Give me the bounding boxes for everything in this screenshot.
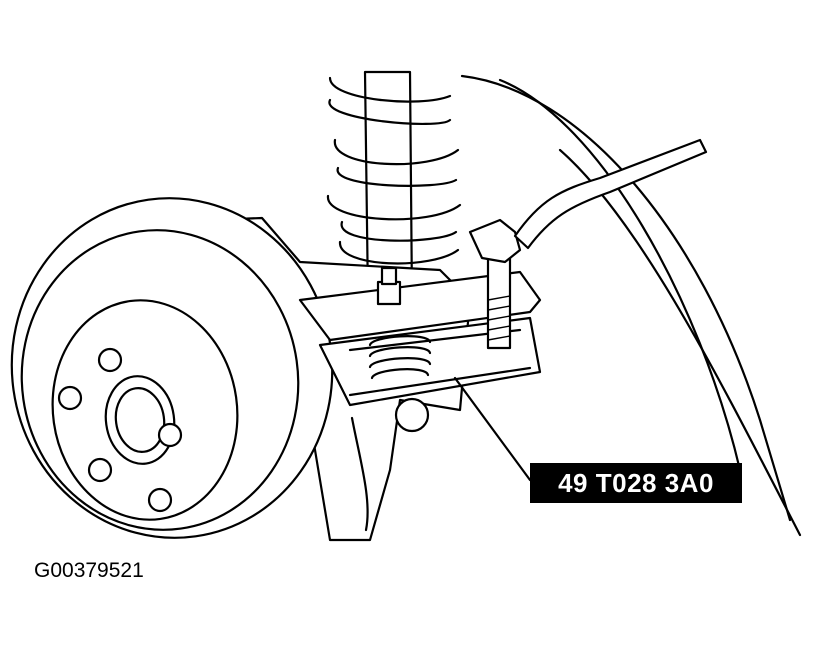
tool-number-label: 49 T028 3A0 <box>530 463 742 503</box>
figure-code: G00379521 <box>34 559 144 582</box>
brake-disc <box>10 197 334 539</box>
wrench <box>468 138 708 264</box>
wheel-studs <box>57 347 183 513</box>
callout-leader-line <box>453 376 532 482</box>
special-tool <box>298 246 542 407</box>
